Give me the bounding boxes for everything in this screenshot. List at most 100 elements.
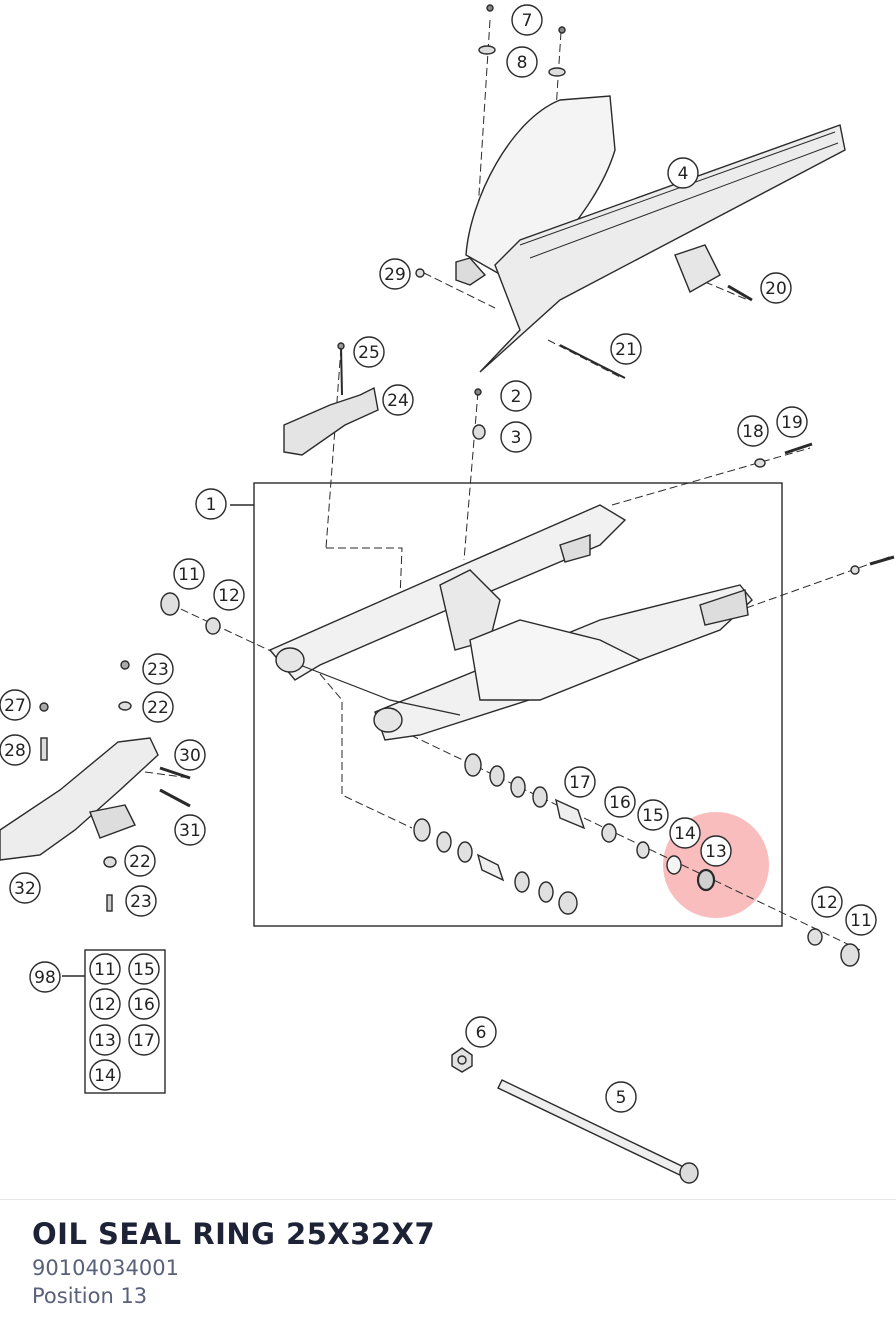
callout-16[interactable]: 27: [0, 689, 31, 721]
callout-24[interactable]: 17: [564, 766, 596, 798]
callout-circle: [845, 904, 877, 936]
callout-31[interactable]: 98: [29, 961, 61, 993]
exploded-parts-diagram: 7842920212524231819111122327222830312232…: [0, 4, 895, 1184]
callout-circle: [700, 835, 732, 867]
kit-callout-2[interactable]: 12: [89, 988, 121, 1020]
callout-circle: [382, 384, 414, 416]
callout-circle: [142, 653, 174, 685]
callout-13[interactable]: 11: [173, 558, 205, 590]
callout-label: 5: [616, 1088, 627, 1108]
callout-1[interactable]: 8: [506, 46, 538, 78]
callout-circle: [174, 739, 206, 771]
kit-callout-circle: [128, 953, 160, 985]
callout-4[interactable]: 20: [760, 272, 792, 304]
callout-circle: [142, 691, 174, 723]
callout-circle: [669, 817, 701, 849]
callout-label: 15: [642, 806, 664, 826]
callout-27[interactable]: 14: [669, 817, 701, 849]
callout-26[interactable]: 15: [637, 799, 669, 831]
callout-circle: [605, 1081, 637, 1113]
swingarm-frame: [253, 482, 783, 927]
callout-23[interactable]: 23: [125, 885, 157, 917]
kit-callout-label: 15: [133, 960, 155, 980]
callout-25[interactable]: 16: [604, 786, 636, 818]
callout-label: 2: [511, 387, 522, 407]
callout-22[interactable]: 32: [9, 872, 41, 904]
callout-33[interactable]: 5: [605, 1081, 637, 1113]
callout-label: 14: [674, 824, 696, 844]
callout-label: 28: [4, 741, 26, 761]
callout-18[interactable]: 28: [0, 734, 31, 766]
callout-label: 16: [609, 793, 631, 813]
callout-label: 12: [218, 586, 240, 606]
callout-6[interactable]: 25: [353, 336, 385, 368]
callout-circle: [124, 845, 156, 877]
callout-label: 23: [147, 660, 169, 680]
callout-label: 23: [130, 892, 152, 912]
kit-callout-3[interactable]: 16: [128, 988, 160, 1020]
part-number: 90104034001: [32, 1256, 179, 1280]
kit-callout-circle: [89, 1024, 121, 1056]
kit-callout-6[interactable]: 14: [89, 1059, 121, 1091]
footrest-bracket: [0, 660, 191, 912]
callout-circle: [213, 579, 245, 611]
callout-30[interactable]: 11: [845, 904, 877, 936]
kit-callout-circle: [89, 953, 121, 985]
kit-callout-label: 12: [94, 995, 116, 1015]
callout-14[interactable]: 12: [213, 579, 245, 611]
callout-circle: [465, 1016, 497, 1048]
callout-12[interactable]: 1: [195, 488, 227, 520]
kit-box: [84, 949, 166, 1094]
kit-callout-0[interactable]: 11: [89, 953, 121, 985]
bearing-stack-lower: [413, 818, 578, 915]
swingarm: [268, 504, 753, 741]
callout-19[interactable]: 30: [174, 739, 206, 771]
kit-callout-1[interactable]: 15: [128, 953, 160, 985]
callout-2[interactable]: 4: [667, 157, 699, 189]
callout-circle: [667, 157, 699, 189]
kit-callout-circle: [128, 988, 160, 1020]
callout-circle: [500, 380, 532, 412]
callout-label: 98: [34, 968, 56, 988]
bearing-stack-upper: [160, 592, 860, 967]
callout-10[interactable]: 18: [737, 415, 769, 447]
misc-hardware: [472, 388, 895, 575]
kit-callout-4[interactable]: 13: [89, 1024, 121, 1056]
callout-0[interactable]: 7: [511, 4, 543, 36]
callout-label: 19: [781, 413, 803, 433]
callout-15[interactable]: 23: [142, 653, 174, 685]
callout-17[interactable]: 22: [142, 691, 174, 723]
callout-label: 31: [179, 821, 201, 841]
callout-label: 22: [129, 852, 151, 872]
part-info-panel: OIL SEAL RING 25X32X7 90104034001 Positi…: [32, 1214, 435, 1310]
kit-callout-5[interactable]: 17: [128, 1024, 160, 1056]
kit-callout-label: 14: [94, 1066, 116, 1086]
callout-7[interactable]: 24: [382, 384, 414, 416]
callout-label: 20: [765, 279, 787, 299]
callout-circle: [564, 766, 596, 798]
callout-circle: [0, 689, 31, 721]
callout-9[interactable]: 3: [500, 421, 532, 453]
callout-32[interactable]: 6: [465, 1016, 497, 1048]
callout-circle: [125, 885, 157, 917]
callout-label: 25: [358, 343, 380, 363]
callout-5[interactable]: 21: [610, 333, 642, 365]
callout-circle: [776, 406, 808, 438]
callout-label: 12: [816, 893, 838, 913]
callout-21[interactable]: 22: [124, 845, 156, 877]
callout-label: 17: [569, 773, 591, 793]
divider: [0, 1199, 896, 1200]
callout-label: 30: [179, 746, 201, 766]
part-title: OIL SEAL RING 25X32X7: [32, 1217, 436, 1251]
kit-callout-label: 16: [133, 995, 155, 1015]
callout-29[interactable]: 12: [811, 886, 843, 918]
callout-28[interactable]: 13: [700, 835, 732, 867]
callout-11[interactable]: 19: [776, 406, 808, 438]
callout-20[interactable]: 31: [174, 814, 206, 846]
callout-circle: [379, 258, 411, 290]
callout-8[interactable]: 2: [500, 380, 532, 412]
callout-label: 4: [678, 164, 689, 184]
callout-circle: [173, 558, 205, 590]
callout-3[interactable]: 29: [379, 258, 411, 290]
